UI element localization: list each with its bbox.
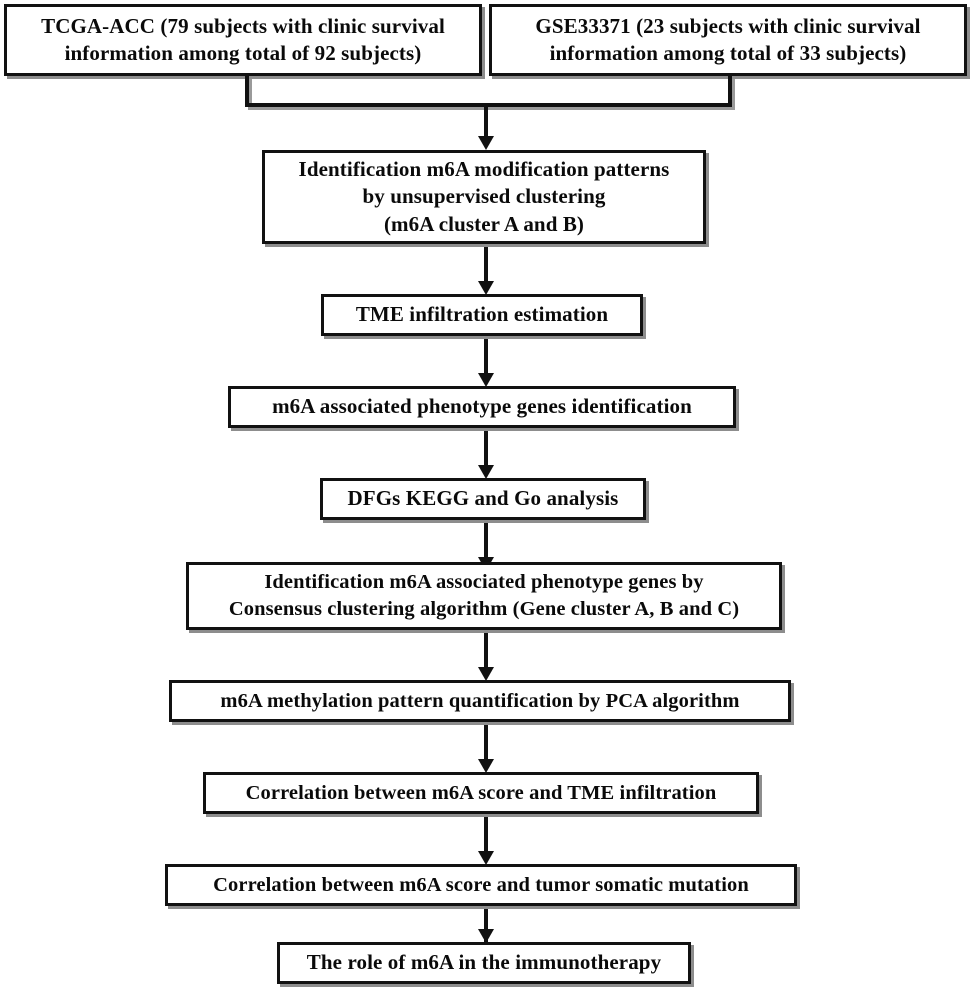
node-consensus-clustering-line-2: Consensus clustering algorithm (Gene clu…: [228, 598, 740, 620]
arrow-head-corrmut-to-immuno-icon: [478, 929, 494, 943]
node-kegg-go[interactable]: DFGs KEGG and Go analysis: [320, 478, 646, 520]
arrow-head-tme-to-phenotype-icon: [478, 373, 494, 387]
node-phenotype-genes-line-1: m6A associated phenotype genes identific…: [272, 394, 692, 419]
node-gse33371-line-2: information among total of 33 subjects): [549, 41, 907, 65]
arrow-stem-kegg-to-consensus: [484, 523, 488, 561]
merge-arrow-stem: [484, 103, 488, 139]
node-pca-quantification-line-1: m6A methylation pattern quantification b…: [220, 689, 740, 712]
node-identification-patterns-line-3: (m6A cluster A and B): [383, 211, 585, 236]
node-tme-infiltration[interactable]: TME infiltration estimation: [321, 294, 643, 336]
arrow-stem-consensus-to-pca: [484, 633, 488, 671]
node-corr-mutation-line-1: Correlation between m6A score and tumor …: [213, 873, 749, 896]
node-identification-patterns-line-2: by unsupervised clustering: [362, 184, 606, 209]
node-corr-tme[interactable]: Correlation between m6A score and TME in…: [203, 772, 759, 814]
node-consensus-clustering-line-1: Identification m6A associated phenotype …: [264, 571, 704, 594]
merge-right-drop-shadow: [731, 79, 735, 109]
arrow-stem-phenotype-to-kegg: [484, 431, 488, 469]
arrow-head-patterns-to-tme-icon: [478, 281, 494, 295]
node-gse33371[interactable]: GSE33371 (23 subjects with clinic surviv…: [489, 4, 967, 76]
merge-left-drop-shadow: [248, 79, 252, 109]
merge-bar-shadow: [248, 106, 735, 110]
node-phenotype-genes[interactable]: m6A associated phenotype genes identific…: [228, 386, 736, 428]
node-pca-quantification[interactable]: m6A methylation pattern quantification b…: [169, 680, 791, 722]
node-identification-patterns-line-1: Identification m6A modification patterns: [298, 157, 670, 182]
node-kegg-go-line-1: DFGs KEGG and Go analysis: [347, 486, 619, 511]
merge-left-drop: [245, 76, 249, 107]
arrow-stem-pca-to-corrtme: [484, 725, 488, 763]
node-gse33371-line-1: GSE33371 (23 subjects with clinic surviv…: [535, 13, 921, 38]
merge-arrow-head-icon: [478, 136, 494, 150]
arrow-head-corrtme-to-corrmut-icon: [478, 851, 494, 865]
arrow-stem-patterns-to-tme: [484, 247, 488, 285]
node-corr-tme-line-1: Correlation between m6A score and TME in…: [245, 781, 717, 804]
arrow-head-phenotype-to-kegg-icon: [478, 465, 494, 479]
node-consensus-clustering[interactable]: Identification m6A associated phenotype …: [186, 562, 782, 630]
merge-right-drop: [728, 76, 732, 107]
arrow-head-pca-to-corrtme-icon: [478, 759, 494, 773]
arrow-stem-corrmut-to-immuno: [484, 909, 488, 942]
node-identification-patterns[interactable]: Identification m6A modification patterns…: [262, 150, 706, 244]
node-tcga-acc-line-2: information among total of 92 subjects): [64, 41, 422, 65]
node-tcga-acc-line-1: TCGA-ACC (79 subjects with clinic surviv…: [41, 13, 445, 38]
node-corr-mutation[interactable]: Correlation between m6A score and tumor …: [165, 864, 797, 906]
merge-bar: [245, 103, 732, 107]
node-immunotherapy-line-1: The role of m6A in the immunotherapy: [306, 950, 662, 975]
node-tme-infiltration-line-1: TME infiltration estimation: [355, 302, 609, 327]
arrow-stem-tme-to-phenotype: [484, 339, 488, 377]
node-immunotherapy[interactable]: The role of m6A in the immunotherapy: [277, 942, 691, 984]
node-tcga-acc[interactable]: TCGA-ACC (79 subjects with clinic surviv…: [4, 4, 482, 76]
arrow-head-consensus-to-pca-icon: [478, 667, 494, 681]
arrow-stem-corrtme-to-corrmut: [484, 817, 488, 855]
